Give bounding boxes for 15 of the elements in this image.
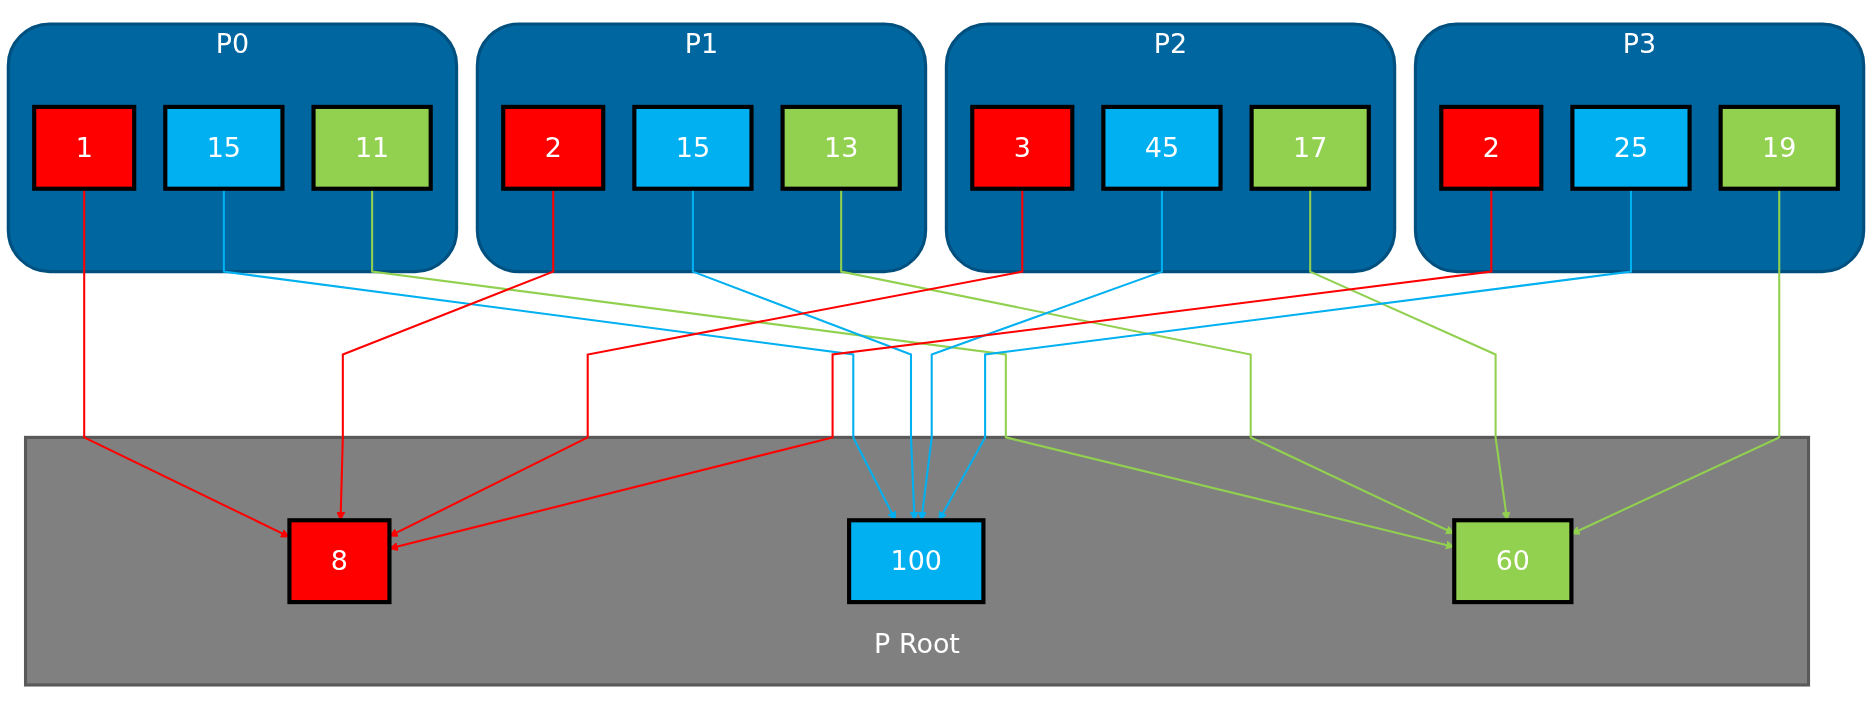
node-box: 15	[163, 104, 285, 191]
node-box: 2	[501, 104, 606, 191]
node-box: 2	[1439, 104, 1544, 191]
node-box: 3	[970, 104, 1075, 191]
node-box: 45	[1101, 104, 1223, 191]
node-box: 8	[287, 518, 392, 605]
node-box: 19	[1718, 104, 1840, 191]
node-box: 25	[1570, 104, 1692, 191]
node-box: 60	[1452, 518, 1574, 605]
node-box: 11	[311, 104, 433, 191]
node-box: 100	[847, 518, 986, 605]
node-box: 1	[32, 104, 137, 191]
node-box: 17	[1249, 104, 1371, 191]
node-box: 15	[632, 104, 754, 191]
node-box: 13	[780, 104, 902, 191]
